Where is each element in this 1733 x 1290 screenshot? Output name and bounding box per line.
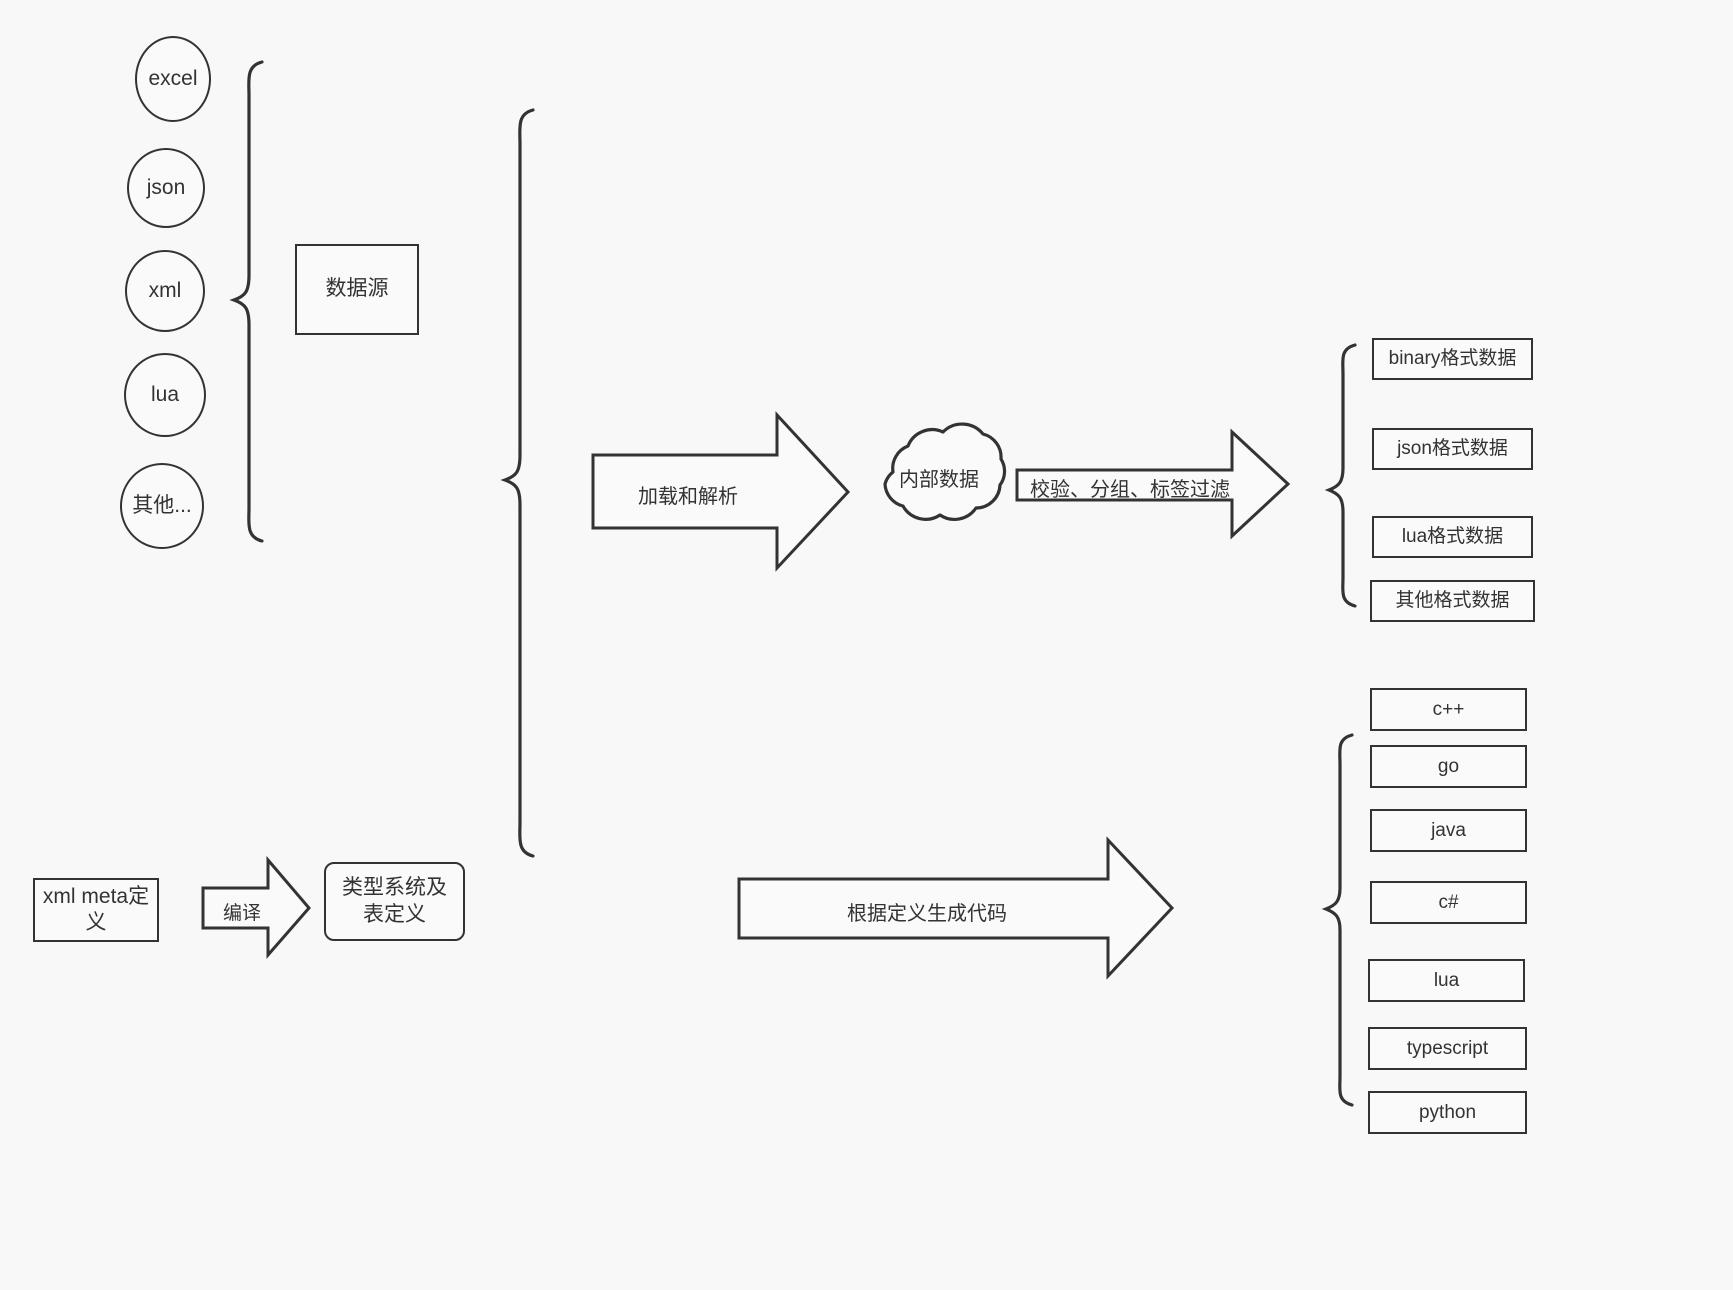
type-system-box[interactable]: 类型系统及表定义 xyxy=(324,862,465,941)
lang-box-label: lua xyxy=(1433,969,1460,991)
source-circle-other[interactable]: 其他... xyxy=(120,463,204,549)
compile-label: 编译 xyxy=(222,903,261,924)
sources-brace xyxy=(229,60,264,543)
output-box-label: json格式数据 xyxy=(1397,438,1508,460)
internal-data-label: 内部数据 xyxy=(899,469,979,491)
lang-box-go[interactable]: go xyxy=(1370,745,1527,788)
source-circle-label: json xyxy=(146,175,186,199)
lang-box-label: c# xyxy=(1438,891,1459,913)
lang-box-label: c++ xyxy=(1432,698,1465,720)
type-system-label: 类型系统及表定义 xyxy=(342,876,447,926)
output-box-label: lua格式数据 xyxy=(1401,526,1504,548)
data-source-label: 数据源 xyxy=(325,277,389,301)
output-box-binary[interactable]: binary格式数据 xyxy=(1372,338,1533,380)
lang-box-java[interactable]: java xyxy=(1370,809,1527,852)
source-circle-json[interactable]: json xyxy=(127,148,205,228)
lang-box-python[interactable]: python xyxy=(1368,1091,1527,1134)
validate-filter-label: 校验、分组、标签过滤 xyxy=(1030,479,1230,501)
source-circle-label: excel xyxy=(148,66,198,90)
source-circle-excel[interactable]: excel xyxy=(135,36,211,122)
lang-box-csharp[interactable]: c# xyxy=(1370,881,1527,924)
output-box-lua[interactable]: lua格式数据 xyxy=(1372,516,1533,558)
output-box-json[interactable]: json格式数据 xyxy=(1372,428,1533,470)
output-box-other[interactable]: 其他格式数据 xyxy=(1370,580,1535,622)
xml-meta-definition-label: xml meta定义 xyxy=(42,884,150,934)
output-box-label: 其他格式数据 xyxy=(1395,590,1510,612)
output-box-label: binary格式数据 xyxy=(1388,348,1517,370)
codegen-label: 根据定义生成代码 xyxy=(847,903,1007,925)
lang-box-label: java xyxy=(1431,819,1466,841)
lang-box-label: python xyxy=(1418,1101,1477,1123)
lang-box-label: go xyxy=(1437,755,1460,777)
data-formats-brace xyxy=(1324,343,1357,608)
lang-box-lua[interactable]: lua xyxy=(1368,959,1525,1002)
load-parse-label: 加载和解析 xyxy=(638,486,738,508)
source-circle-xml[interactable]: xml xyxy=(125,250,205,332)
source-circle-label: lua xyxy=(150,382,180,406)
xml-meta-definition-box[interactable]: xml meta定义 xyxy=(33,878,159,942)
definitions-brace xyxy=(500,108,535,858)
data-source-box[interactable]: 数据源 xyxy=(295,244,419,335)
lang-box-label: typescript xyxy=(1406,1037,1489,1059)
languages-brace xyxy=(1321,733,1354,1107)
source-circle-label: xml xyxy=(148,278,182,302)
lang-box-cpp[interactable]: c++ xyxy=(1370,688,1527,731)
source-circle-label: 其他... xyxy=(132,493,192,517)
lang-box-typescript[interactable]: typescript xyxy=(1368,1027,1527,1070)
source-circle-lua[interactable]: lua xyxy=(124,353,206,437)
